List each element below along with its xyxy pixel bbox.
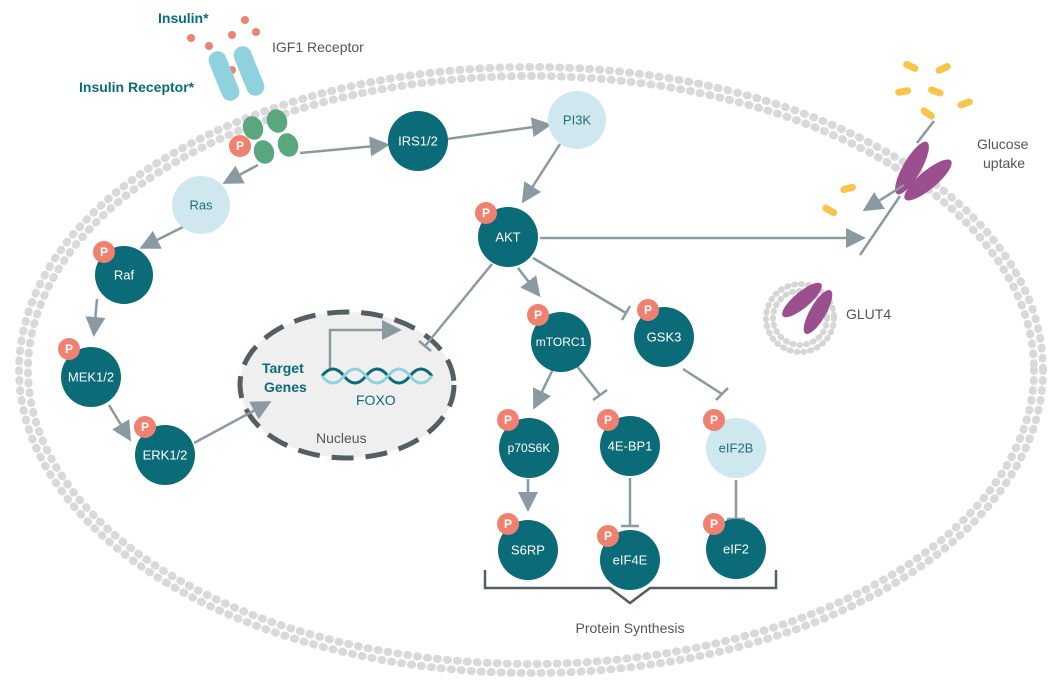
raf-to-mek-arrow	[85, 298, 106, 337]
gsk3-phospho-label: P	[644, 303, 652, 317]
p70s6k-phospho-label: P	[504, 413, 512, 427]
node-s6rp: S6RP P	[497, 513, 558, 580]
protein-synthesis-bracket	[483, 570, 778, 605]
node-p70s6k-label: p70S6K	[508, 441, 551, 455]
node-irs: IRS1/2	[388, 111, 448, 171]
node-4ebp1: 4E-BP1 P	[597, 409, 660, 476]
target-genes-label-2: Genes	[264, 379, 307, 395]
cell-membrane	[15, 63, 1047, 677]
erk-to-target-genes-arrow	[193, 401, 272, 445]
glucose-uptake-line	[916, 120, 935, 144]
gsk3-eif2b-bar	[715, 387, 729, 401]
node-gsk3-label: GSK3	[647, 330, 682, 345]
glucose-particles	[822, 61, 973, 217]
target-genes-label-1: Target	[262, 360, 304, 376]
node-ras: Ras	[172, 176, 230, 234]
glut4-label: GLUT4	[846, 306, 891, 322]
receptor-to-irs-arrow	[299, 136, 390, 157]
gsk3-inhibits-eif2b-line	[682, 367, 723, 396]
ras-to-raf-arrow	[139, 225, 184, 249]
akt-gsk3-bar	[620, 305, 632, 321]
akt-inhibits-foxo-line	[424, 263, 493, 347]
eif2b-phospho-label: P	[710, 413, 718, 427]
node-s6rp-label: S6RP	[511, 543, 545, 558]
node-p70s6k: p70S6K P	[497, 409, 559, 478]
node-erk-label: ERK1/2	[143, 448, 188, 463]
node-mek-label: MEK1/2	[68, 370, 114, 385]
node-erk: ERK1/2 P	[134, 416, 195, 485]
glut4-vesicle	[763, 281, 837, 355]
raf-phospho-label: P	[100, 245, 108, 259]
pathway-connections	[85, 117, 935, 528]
eif4e-phospho-label: P	[604, 529, 612, 543]
node-eif2-label: eIF2	[723, 542, 749, 557]
igf1-receptor-label: IGF1 Receptor	[272, 39, 364, 55]
node-eif4e-label: eIF4E	[613, 553, 648, 568]
insulin-receptor: P	[208, 46, 299, 164]
node-4ebp1-label: 4E-BP1	[608, 439, 653, 454]
node-eif2: eIF2 P	[703, 513, 766, 579]
node-mtorc1-label: mTORC1	[536, 335, 587, 349]
node-raf-label: Raf	[114, 268, 135, 283]
mtorc1-to-p70s6k-arrow	[533, 368, 555, 410]
nucleus	[237, 309, 457, 461]
node-akt-label: AKT	[495, 230, 520, 245]
eif2-phospho-label: P	[710, 517, 718, 531]
nucleus-label: Nucleus	[316, 430, 367, 446]
4ebp1-phospho-label: P	[604, 413, 612, 427]
node-raf: Raf P	[93, 241, 153, 304]
insulin-label: Insulin*	[158, 10, 209, 26]
mtorc1-inhibits-4ebp1-line	[575, 364, 601, 396]
akt-foxo-bar	[418, 340, 432, 352]
glucose-uptake-label-2: uptake	[983, 155, 1025, 171]
node-pi3k-label: PI3K	[563, 113, 592, 128]
node-eif2b: eIF2B P	[703, 409, 766, 478]
node-mek: MEK1/2 P	[58, 338, 121, 407]
pi3k-to-akt-arrow	[521, 143, 562, 204]
insulin-receptor-label: Insulin Receptor*	[79, 79, 195, 95]
erk-phospho-label: P	[141, 420, 149, 434]
glucose-uptake-label-1: Glucose	[977, 136, 1029, 152]
protein-synthesis-label: Protein Synthesis	[576, 620, 685, 636]
akt-to-mtorc1-arrow	[517, 267, 541, 298]
node-irs-label: IRS1/2	[398, 134, 438, 149]
s6rp-phospho-label: P	[504, 517, 512, 531]
akt-inhibits-gsk3-line	[532, 256, 627, 315]
glucose-entry-arrow	[862, 183, 905, 212]
node-akt: AKT P	[475, 202, 538, 267]
receptor-phospho-label: P	[236, 139, 244, 153]
mtorc1-4ebp1-bar	[592, 388, 608, 402]
node-mtorc1: mTORC1 P	[527, 304, 591, 372]
foxo-label: FOXO	[356, 392, 396, 408]
node-eif4e: eIF4E P	[597, 525, 660, 590]
akt-phospho-label: P	[482, 206, 490, 220]
node-eif2b-label: eIF2B	[719, 441, 754, 456]
node-pi3k: PI3K	[548, 91, 606, 149]
receptor-to-ras-arrow	[222, 163, 259, 184]
mek-to-erk-arrow	[107, 404, 132, 442]
mek-phospho-label: P	[65, 342, 73, 356]
glut4-translocation-line	[858, 195, 902, 256]
node-gsk3: GSK3 P	[634, 299, 694, 367]
glut4-membrane-transporter	[895, 141, 952, 201]
node-ras-label: Ras	[189, 198, 213, 213]
mtorc1-phospho-label: P	[534, 308, 542, 322]
irs-to-pi3k-arrow	[446, 117, 552, 141]
